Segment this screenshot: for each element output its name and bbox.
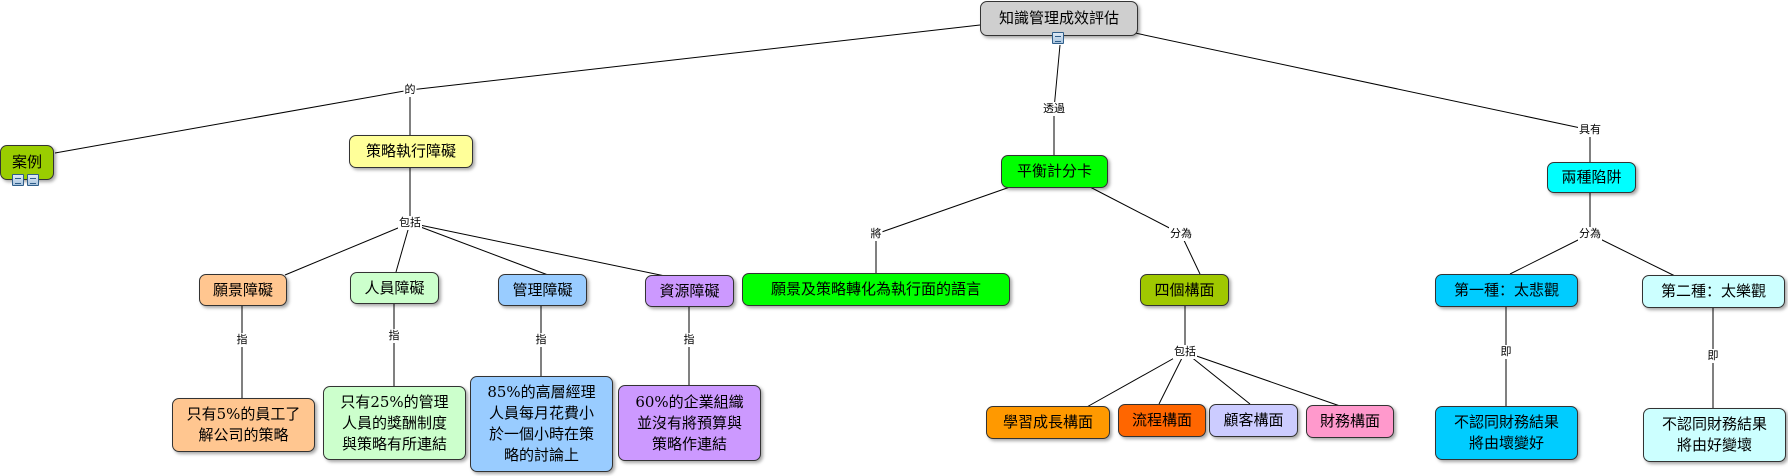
link-phrase-refers[interactable]: 指: [235, 333, 249, 347]
resource-icon[interactable]: [1052, 32, 1064, 44]
strategy-barrier-node[interactable]: 策略執行障礙: [349, 135, 473, 168]
translate-node[interactable]: 願景及策略轉化為執行面的語言: [742, 273, 1010, 306]
pessimism-node[interactable]: 第一種：太悲觀: [1435, 274, 1578, 307]
link-phrase-refers[interactable]: 指: [387, 329, 401, 343]
bsc-node[interactable]: 平衡計分卡: [1001, 155, 1108, 188]
link-phrase-has[interactable]: 具有: [1578, 123, 1602, 137]
vision-detail-node[interactable]: 只有5%的員工了 解公司的策略: [172, 398, 315, 452]
financial-node[interactable]: 財務構面: [1306, 405, 1394, 438]
vision-barrier-node[interactable]: 願景障礙: [199, 274, 287, 306]
people-detail-node[interactable]: 只有25%的管理 人員的獎酬制度 與策略有所連結: [323, 386, 466, 460]
resource-barrier-node[interactable]: 資源障礙: [645, 275, 734, 307]
customer-node[interactable]: 顧客構面: [1209, 404, 1298, 437]
link-phrase-of[interactable]: 的: [403, 83, 417, 97]
link-phrase-refers[interactable]: 指: [682, 333, 696, 347]
link-phrase-namely[interactable]: 即: [1706, 349, 1720, 363]
four-perspectives-node[interactable]: 四個構面: [1140, 274, 1229, 306]
pessimism-detail-node[interactable]: 不認同財務結果 將由壞變好: [1435, 406, 1578, 460]
resource-icon[interactable]: [12, 174, 24, 186]
root-node[interactable]: 知識管理成效評估: [980, 1, 1138, 36]
management-barrier-node[interactable]: 管理障礙: [498, 274, 587, 306]
link-phrase-turn[interactable]: 將: [869, 227, 883, 241]
resource-detail-node[interactable]: 60%的企業組織 並沒有將預算與 策略作連結: [618, 385, 761, 461]
two-traps-node[interactable]: 兩種陷阱: [1547, 162, 1636, 193]
link-phrase-via[interactable]: 透過: [1042, 102, 1066, 116]
link-phrase-include[interactable]: 包括: [1173, 345, 1197, 359]
management-detail-node[interactable]: 85%的高層經理 人員每月花費小 於一個小時在策 略的討論上: [470, 376, 613, 472]
link-phrase-include[interactable]: 包括: [398, 216, 422, 230]
link-phrase-namely[interactable]: 即: [1499, 345, 1513, 359]
people-barrier-node[interactable]: 人員障礙: [350, 272, 439, 304]
optimism-detail-node[interactable]: 不認同財務結果 將由好變壞: [1643, 408, 1786, 462]
resource-icon[interactable]: [27, 174, 39, 186]
link-phrase-divided[interactable]: 分為: [1169, 227, 1193, 241]
learning-node[interactable]: 學習成長構面: [986, 406, 1110, 439]
optimism-node[interactable]: 第二種：太樂觀: [1642, 275, 1785, 308]
link-phrase-refers[interactable]: 指: [534, 333, 548, 347]
link-phrase-divided[interactable]: 分為: [1578, 227, 1602, 241]
process-node[interactable]: 流程構面: [1118, 404, 1206, 437]
